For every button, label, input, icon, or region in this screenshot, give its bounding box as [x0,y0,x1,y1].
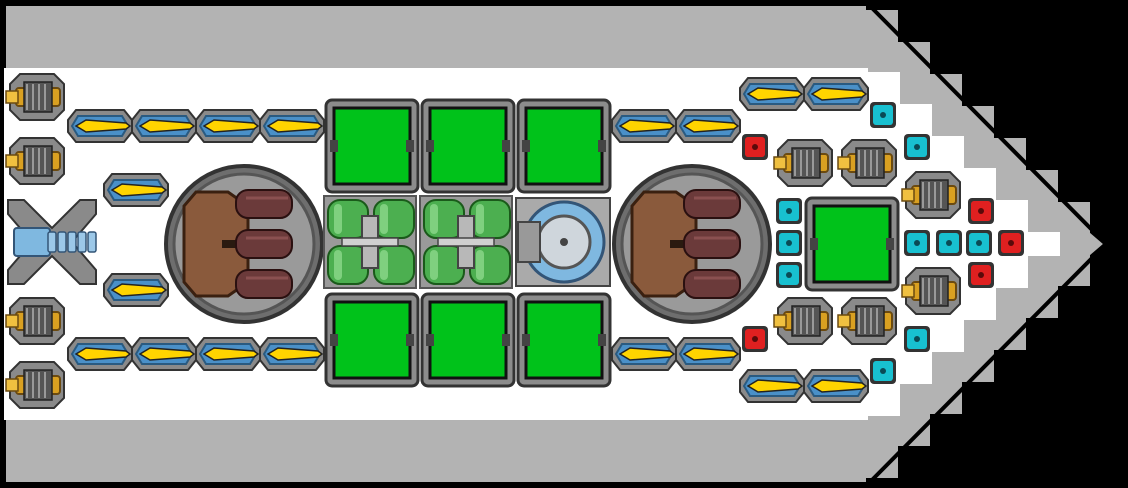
armor-node-icon [742,134,768,160]
side-cannon-icon [611,109,677,143]
side-cannon-icon [739,369,805,403]
front-thruster-icon [837,297,897,345]
right-heavy-turret-icon [612,164,772,324]
cargo-bay-icon [516,98,612,194]
side-cannon-icon [103,273,169,307]
shield-node-icon [904,134,930,160]
rear-thruster-icon [5,137,65,185]
side-cannon-icon [803,77,869,111]
side-cannon-icon [195,337,261,371]
armor-node-icon [968,262,994,288]
shield-node-icon [776,230,802,256]
armor-node-icon [742,326,768,352]
front-thruster-icon [901,171,961,219]
shield-node-icon [936,230,962,256]
reactor-core-icon [515,197,611,287]
side-cannon-icon [259,109,325,143]
cargo-bay-icon [324,98,420,194]
turret-barrel [235,189,293,219]
turret-barrel [235,269,293,299]
side-cannon-icon [67,337,133,371]
turret-barrel [683,189,741,219]
armor-node-icon [998,230,1024,256]
cargo-bay-icon [420,98,516,194]
fuel-tank-icon [323,195,417,289]
rear-thruster-icon [5,361,65,409]
side-cannon-icon [739,77,805,111]
side-cannon-icon [195,109,261,143]
shield-node-icon [904,326,930,352]
shield-node-icon [870,102,896,128]
side-cannon-icon [131,109,197,143]
cargo-bay-icon [324,292,420,388]
ship-modules [5,73,1024,409]
rear-thruster-icon [5,73,65,121]
shield-node-icon [776,198,802,224]
shield-node-icon [870,358,896,384]
side-cannon-icon [611,337,677,371]
side-cannon-icon [103,173,169,207]
cargo-bay-icon [804,196,900,292]
front-thruster-icon [837,139,897,187]
turret-barrel [683,269,741,299]
rear-thruster-icon [5,297,65,345]
shield-node-icon [776,262,802,288]
side-cannon-icon [675,109,741,143]
left-heavy-turret-icon [164,164,324,324]
side-cannon-icon [131,337,197,371]
front-thruster-icon [773,139,833,187]
fuel-tank-icon [419,195,513,289]
side-cannon-icon [259,337,325,371]
hull-arrow-tip [866,2,1109,486]
cargo-bay-icon [516,292,612,388]
side-cannon-icon [803,369,869,403]
turret-barrel [235,229,293,259]
armor-node-icon [968,198,994,224]
front-thruster-icon [773,297,833,345]
side-cannon-icon [675,337,741,371]
shield-node-icon [904,230,930,256]
shield-node-icon [966,230,992,256]
main-engine-icon [7,199,97,285]
side-cannon-icon [67,109,133,143]
cargo-bay-icon [420,292,516,388]
front-thruster-icon [901,267,961,315]
turret-barrel [683,229,741,259]
